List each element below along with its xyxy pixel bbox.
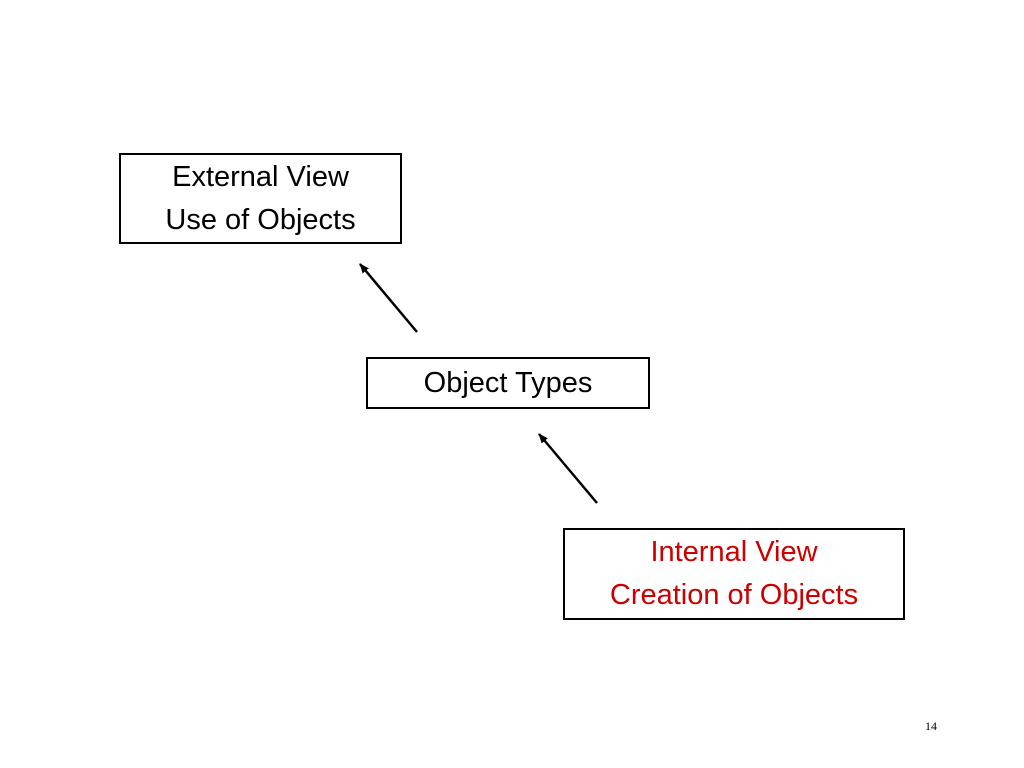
external-view-box: External View Use of Objects (119, 153, 402, 244)
arrow-object-types-to-external-view (359, 263, 418, 333)
internal-view-box: Internal View Creation of Objects (563, 528, 905, 620)
external-view-subtitle: Use of Objects (165, 203, 356, 236)
page-number: 14 (925, 719, 937, 733)
object-types-label: Object Types (423, 366, 593, 399)
external-view-title: External View (172, 160, 349, 193)
internal-view-subtitle: Creation of Objects (609, 579, 859, 611)
internal-view-title: Internal View (650, 536, 818, 568)
arrow-internal-view-to-object-types (538, 433, 598, 504)
object-types-box: Object Types (366, 357, 650, 409)
